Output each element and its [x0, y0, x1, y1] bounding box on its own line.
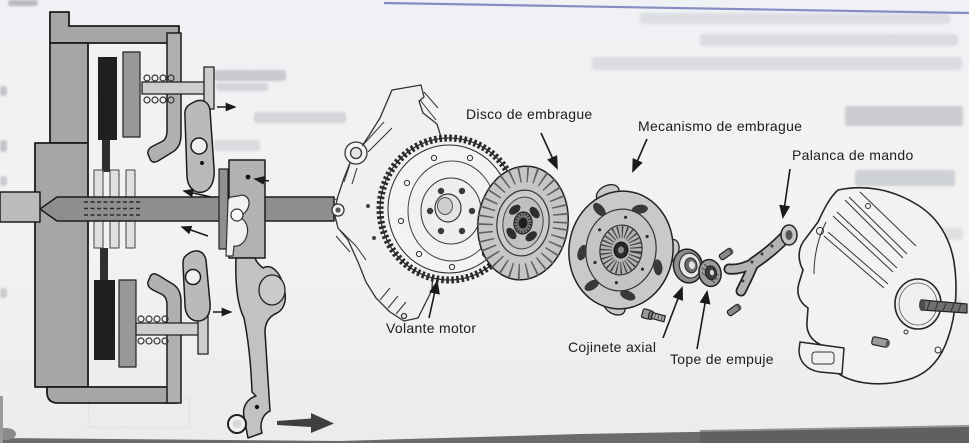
dowel-pin-drawing [726, 303, 742, 317]
label-arrow-flywheel [428, 279, 440, 319]
label-clutch-mechanism: Mecanismo de embrague [638, 118, 803, 134]
motion-arrow [180, 225, 209, 237]
clutch-mechanism-drawing [568, 183, 680, 316]
friction-segments [476, 166, 570, 280]
motion-arrow [253, 175, 270, 185]
release-fork-drawing [723, 224, 798, 297]
label-control-lever: Palanca de mando [792, 147, 914, 163]
motion-arrows [180, 102, 334, 433]
bell-housing-drawing [797, 186, 968, 385]
axial-bearing-drawing [672, 248, 704, 284]
cover-windows [577, 202, 663, 301]
label-arrow-clutch-mechanism [632, 138, 648, 173]
release-fork-section [227, 257, 287, 439]
label-arrow-axial-bearing [662, 286, 683, 339]
rivet-dots [593, 215, 649, 285]
motion-arrow-large [277, 413, 334, 433]
mounting-bolt-drawing [640, 308, 667, 323]
label-clutch-disc: Disco de embrague [466, 106, 593, 122]
label-arrows [428, 132, 791, 350]
motion-arrow [182, 188, 212, 198]
friction-linings [94, 51, 141, 368]
dowel-pin-drawing [718, 247, 734, 261]
label-arrow-clutch-disc [540, 132, 558, 170]
input-shaft-drawing [919, 299, 968, 314]
label-arrow-control-lever [779, 168, 791, 220]
header-rule-line [383, 1, 969, 15]
thrust-stop-drawing [698, 258, 722, 288]
damper-spring-windows [506, 204, 540, 242]
hub-bolt-holes [426, 187, 476, 235]
release-bearing-guides [147, 32, 182, 404]
section-housing [34, 11, 180, 404]
label-thrust-stop: Tope de empuje [670, 351, 774, 367]
housing-ribs [813, 191, 917, 289]
cross-section-drawing [0, 11, 346, 439]
housing-stud [871, 336, 890, 348]
label-flywheel: Volante motor [386, 320, 477, 336]
pivot-dot [245, 174, 251, 180]
label-axial-bearing: Cojinete axial [568, 339, 657, 355]
clutch-disc-drawing [476, 165, 570, 281]
diaphragm-fingers [599, 226, 643, 274]
scan-shadow-bottom [0, 396, 969, 443]
thrust-rods [135, 66, 215, 355]
label-arrow-thrust-stop [696, 289, 711, 350]
release-levers [182, 99, 215, 322]
bearing-carrier-section [218, 159, 266, 259]
spring-coils [137, 74, 175, 345]
housing-foot-bracket [798, 341, 845, 375]
